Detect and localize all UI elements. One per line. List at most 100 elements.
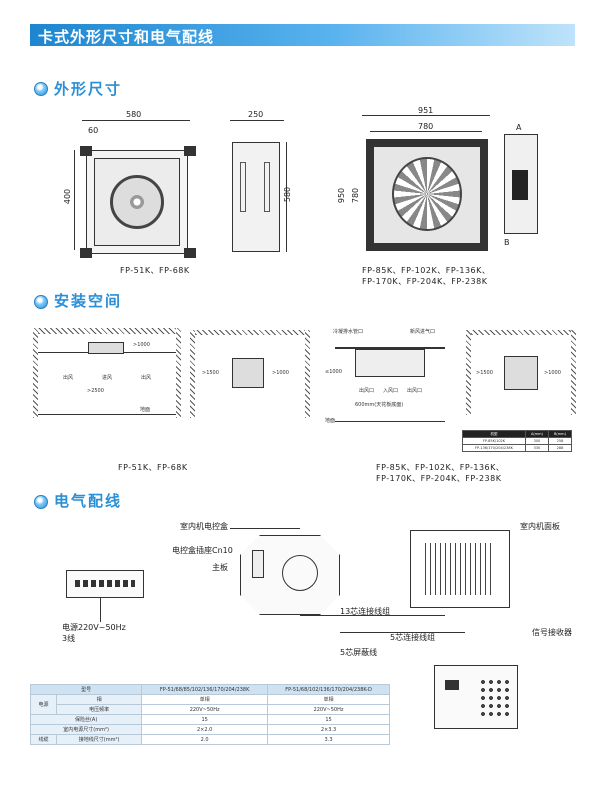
dim-60: 60: [88, 126, 99, 135]
dim-580-side: 580: [283, 186, 293, 203]
small-unit-side: 250 580: [222, 110, 293, 262]
side-slot: [240, 162, 246, 212]
install-right-caption-2: FP-170K、FP-204K、FP-238K: [376, 474, 502, 483]
label-1000-b: >1000: [272, 370, 289, 376]
terminal-block: [66, 570, 144, 598]
install-left-caption: FP-51K、FP-68K: [118, 463, 188, 472]
ceiling-line: [335, 347, 445, 349]
spec-cell: 220V~50Hz: [267, 704, 390, 715]
corner-bracket: [80, 146, 92, 156]
mini-cell: 300: [524, 437, 549, 445]
side-body: [504, 134, 538, 234]
unit-section: [355, 349, 425, 377]
corner-bracket: [80, 248, 92, 258]
dim-780-v: 780: [351, 187, 361, 204]
spec-sub: 电压频率: [55, 704, 143, 715]
side-box: [512, 170, 528, 200]
label-ceiling: 600mm(天花板底面): [355, 402, 404, 408]
page-banner: 卡式外形尺寸和电气配线: [30, 24, 575, 46]
receiver-buttons: [479, 678, 509, 718]
large-unit-caption-2: FP-170K、FP-204K、FP-238K: [362, 277, 488, 286]
fan-outline-icon: [282, 555, 318, 591]
label-1500: >1500: [202, 370, 219, 376]
label-shield: 5芯屏蔽线: [340, 648, 378, 657]
label-receiver: 信号接收器: [532, 628, 572, 637]
spec-label: 室内电源尺寸(mm²): [29, 724, 143, 735]
side-slot: [264, 162, 270, 212]
indoor-panel-drawing: [410, 530, 510, 608]
wall-hatch: [305, 330, 310, 418]
corner-bracket: [184, 146, 196, 156]
floor-line: [335, 421, 445, 422]
large-unit-side: A B: [500, 120, 545, 250]
spec-sub: 接地线尺寸(mm²): [55, 734, 143, 745]
leader-line: [230, 528, 300, 529]
label-out-air-right: 出风: [141, 375, 152, 381]
unit-top: [504, 356, 538, 390]
install-right-caption-1: FP-85K、FP-102K、FP-136K、: [376, 463, 505, 472]
mini-cell: 288: [547, 444, 573, 452]
small-unit-drawing: 580 60 400: [60, 110, 200, 270]
label-in: 入风口: [383, 388, 399, 394]
dim-400: 400: [63, 188, 73, 205]
spec-cell: 3.3: [267, 734, 390, 745]
spec-cell: 15: [141, 714, 269, 725]
label-out-air-left: 出风: [63, 375, 74, 381]
label-drain: 冷凝排水管口: [333, 329, 364, 335]
dim-951: 951: [418, 106, 434, 115]
spec-sub: 相: [55, 694, 143, 705]
dim-line: [230, 120, 284, 121]
spec-cell: 单相: [267, 694, 390, 705]
bullet-icon: [34, 82, 48, 96]
install-top-left: >1500 >1000: [190, 330, 310, 418]
label-le1000: ≤1000: [325, 369, 342, 375]
dim-line: [82, 120, 190, 121]
label-5-core: 5芯连接线组: [390, 633, 436, 642]
panel-grille: [425, 543, 495, 595]
label-power-wires: 3线: [62, 634, 76, 643]
spec-cell: FP-51/68/85/102/136/170/204/238K: [141, 684, 269, 695]
label-1000: >1000: [133, 342, 150, 348]
spec-label: 电源: [30, 694, 57, 715]
mini-header: A(mm): [524, 430, 549, 438]
dim-780: 780: [418, 122, 434, 131]
dim-950: 950: [337, 187, 347, 204]
ab-dimension-table: 机型 A(mm) B(mm) FP-85K/102K 300 258 FP-13…: [462, 430, 573, 452]
corner-bracket: [184, 248, 196, 258]
label-in-air: 进风: [102, 375, 113, 381]
dim-b: B: [504, 238, 510, 247]
mini-cell: 330: [524, 444, 549, 452]
wall-hatch: [466, 330, 471, 415]
bullet-icon: [34, 495, 48, 509]
label-13-core: 13芯连接线组: [340, 607, 391, 616]
floor-line: [38, 414, 176, 415]
install-room-right: 冷凝排水管口 新风进气口 出风口 入风口 出风口 ≤1000 600mm(天花板…: [325, 325, 450, 425]
mini-cell: 258: [547, 437, 573, 445]
bullet-icon: [34, 295, 48, 309]
wall-hatch: [190, 330, 310, 335]
mini-header: B(mm): [547, 430, 573, 438]
label-2500: >2500: [87, 388, 104, 394]
dim-line: [362, 115, 490, 116]
dim-line-v: [74, 150, 75, 250]
unit-top: [232, 358, 264, 388]
section-title-dimensions: 外形尺寸: [54, 80, 123, 98]
wall-hatch: [571, 330, 576, 415]
label-out-left: 出风口: [359, 388, 375, 394]
large-unit-drawing: 951 780 950 780: [337, 105, 500, 255]
label-floor-right: 地面: [325, 418, 336, 424]
spec-cell: 2.0: [141, 734, 269, 745]
spec-cell: 220V~50Hz: [141, 704, 269, 715]
spec-cell: FP-51/68/102/136/170/204/238K-D: [267, 684, 390, 695]
wall-hatch: [33, 328, 38, 418]
install-top-right: >1500 >1000: [466, 330, 576, 415]
section-title-wiring: 电气配线: [54, 492, 123, 510]
mainboard-drawing: [252, 550, 264, 578]
spec-cell: 2×2.0: [141, 724, 269, 735]
label-1000-r: >1000: [544, 370, 561, 376]
label-control-box: 室内机电控盒: [180, 522, 228, 531]
dim-a: A: [516, 123, 522, 132]
label-out-right: 出风口: [407, 388, 423, 394]
cable-13: [300, 615, 445, 616]
label-power: 电源220V~50Hz: [62, 623, 126, 632]
